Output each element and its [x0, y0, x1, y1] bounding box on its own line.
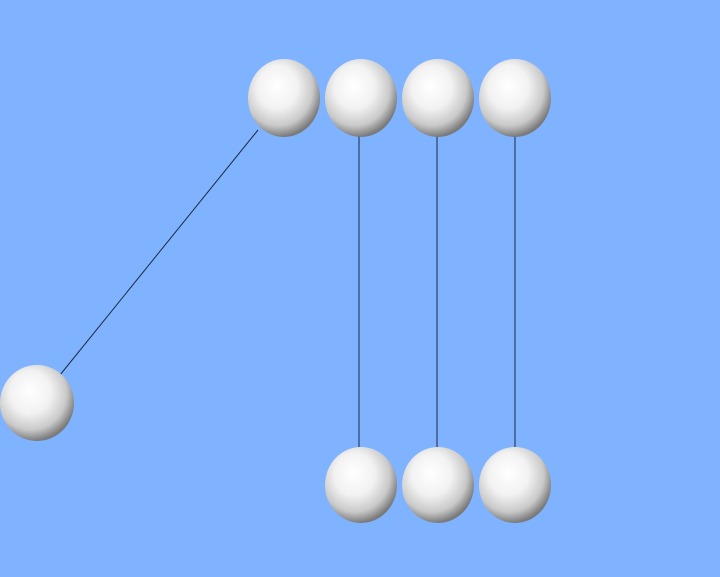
top-sphere-1[interactable]	[248, 59, 320, 137]
swinging-ball[interactable]	[0, 365, 74, 441]
top-sphere-row	[248, 59, 551, 137]
hanging-ball-3[interactable]	[402, 447, 474, 523]
top-sphere-3[interactable]	[402, 59, 474, 137]
top-sphere-2[interactable]	[325, 59, 397, 137]
pendulum-strings	[59, 129, 516, 448]
string-swinging	[59, 129, 259, 376]
top-sphere-4[interactable]	[479, 59, 551, 137]
hanging-ball-4[interactable]	[479, 447, 551, 523]
hanging-ball-2[interactable]	[325, 447, 397, 523]
bottom-sphere-row	[325, 447, 551, 523]
